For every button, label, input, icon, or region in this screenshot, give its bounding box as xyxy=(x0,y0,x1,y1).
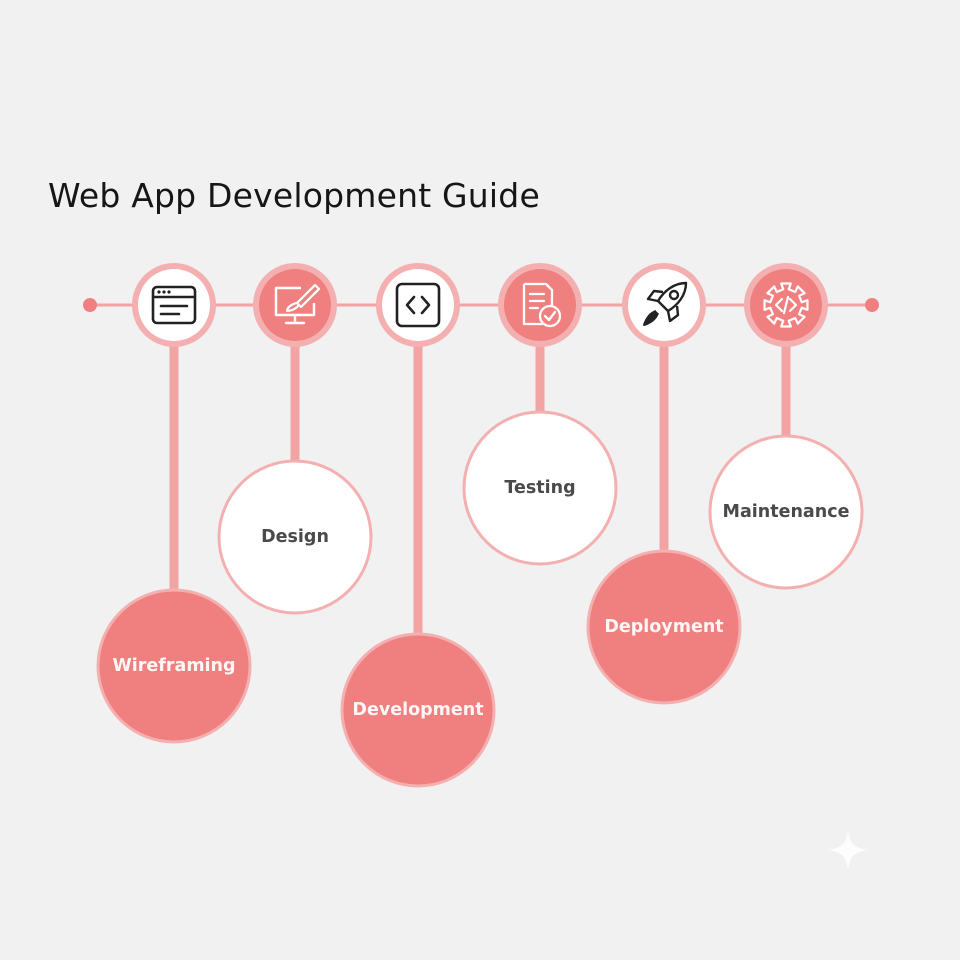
document-checkmark-icon xyxy=(522,282,562,328)
gear-code-icon xyxy=(763,282,809,328)
code-brackets-icon xyxy=(395,282,441,328)
icon-node-wireframing xyxy=(132,263,216,347)
step-circle-maintenance xyxy=(708,434,864,590)
icon-node-design xyxy=(253,263,337,347)
step-circle-testing xyxy=(462,410,618,566)
page-title: Web App Development Guide xyxy=(48,176,540,215)
step-label-testing: Testing xyxy=(504,478,576,498)
timeline-end-dot xyxy=(865,298,879,312)
sparkle-icon xyxy=(828,830,868,870)
step-label-development: Development xyxy=(352,700,484,720)
step-circle-wireframing xyxy=(96,588,252,744)
step-circle-development xyxy=(340,632,496,788)
step-label-wireframing: Wireframing xyxy=(112,656,236,676)
step-circle-deployment xyxy=(586,549,742,705)
step-label-design: Design xyxy=(261,527,329,547)
icon-node-maintenance xyxy=(744,263,828,347)
step-label-maintenance: Maintenance xyxy=(722,502,850,522)
browser-window-icon xyxy=(151,285,197,325)
icon-node-testing xyxy=(498,263,582,347)
step-circle-design xyxy=(217,459,373,615)
rocket-icon xyxy=(643,281,688,326)
monitor-paintbrush-icon xyxy=(274,283,321,325)
icon-node-deployment xyxy=(622,263,706,347)
timeline-start-dot xyxy=(83,298,97,312)
step-label-deployment: Deployment xyxy=(604,617,724,637)
icon-node-development xyxy=(376,263,460,347)
